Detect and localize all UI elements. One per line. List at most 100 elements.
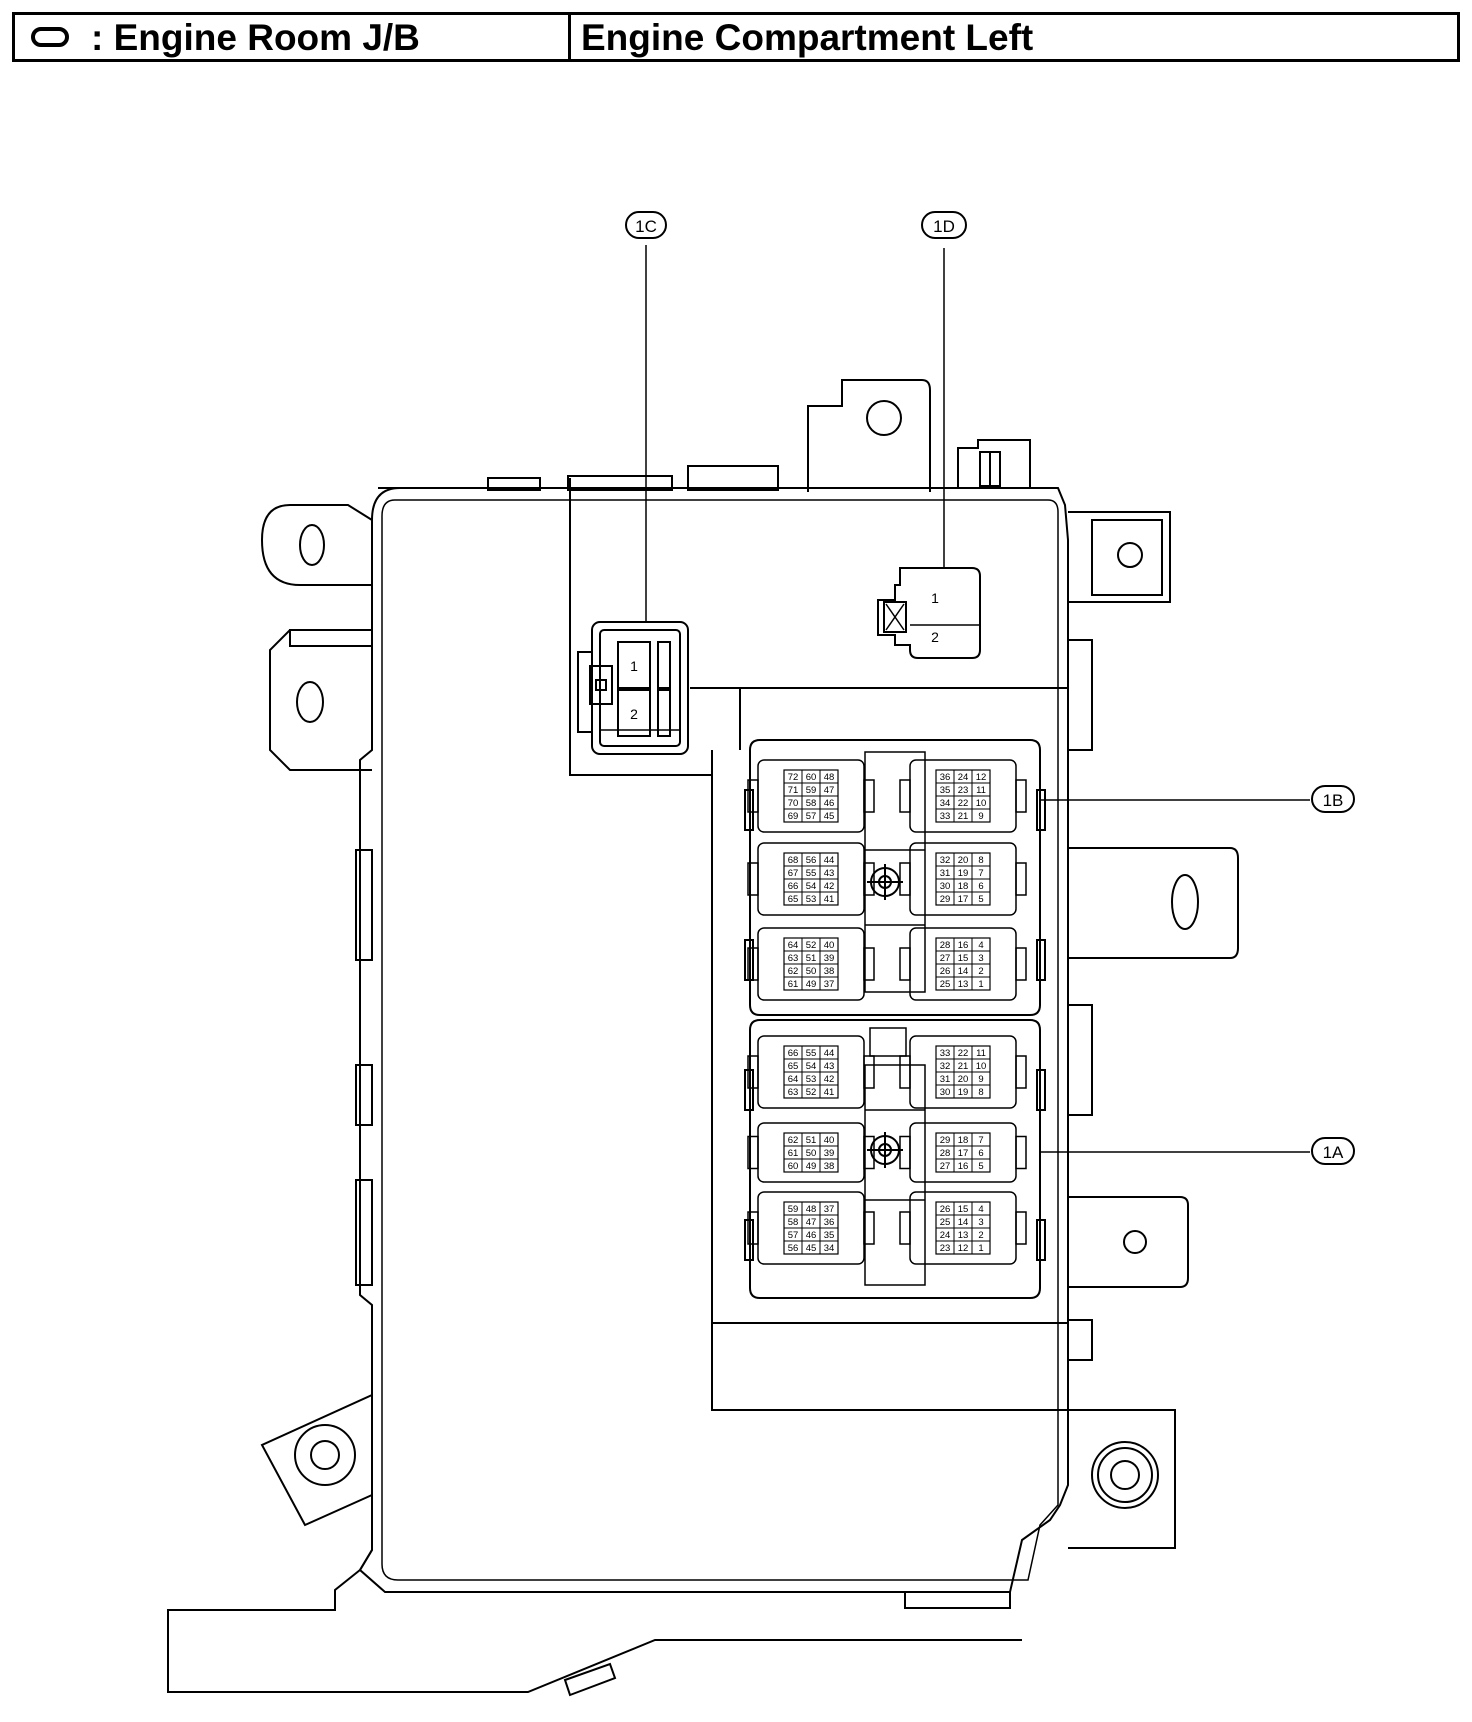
pin-number: 18 bbox=[958, 1135, 969, 1146]
connector-1c-pin: 1 bbox=[630, 658, 638, 674]
pin-number: 28 bbox=[940, 1148, 951, 1159]
pin-number: 29 bbox=[940, 1135, 951, 1146]
pin-number: 50 bbox=[806, 1148, 817, 1159]
pin-number: 8 bbox=[978, 855, 983, 866]
pin-number: 23 bbox=[940, 1243, 951, 1254]
pin-number: 14 bbox=[958, 966, 969, 977]
pin-cell bbox=[971, 891, 991, 906]
pin-cell bbox=[971, 1158, 991, 1173]
pin-number: 35 bbox=[940, 785, 951, 796]
pin-number: 33 bbox=[940, 811, 951, 822]
pin-number: 48 bbox=[824, 772, 835, 783]
pin-number: 21 bbox=[958, 1061, 969, 1072]
pin-number: 11 bbox=[976, 1048, 986, 1059]
pin-number: 17 bbox=[958, 1148, 969, 1159]
pin-number: 69 bbox=[788, 811, 799, 822]
connector-1c-body bbox=[577, 621, 689, 755]
pin-number: 52 bbox=[806, 1087, 817, 1098]
pin-number: 5 bbox=[978, 1161, 983, 1172]
pin-number: 20 bbox=[958, 855, 969, 866]
pin-block-latch bbox=[1015, 1055, 1027, 1089]
pin-number: 31 bbox=[940, 868, 951, 879]
pin-number: 21 bbox=[958, 811, 969, 822]
pin-number: 7 bbox=[978, 1135, 983, 1146]
center-bolt-1b bbox=[867, 864, 903, 900]
pin-number: 5 bbox=[978, 894, 983, 905]
location-cell: Engine Compartment Left bbox=[571, 15, 1457, 59]
pin-number: 35 bbox=[824, 1230, 835, 1241]
pin-number: 72 bbox=[788, 772, 799, 783]
pin-number: 19 bbox=[958, 868, 969, 879]
pin-number: 34 bbox=[824, 1243, 835, 1254]
pin-number: 14 bbox=[958, 1217, 969, 1228]
pin-number: 40 bbox=[824, 1135, 835, 1146]
pin-number: 50 bbox=[806, 966, 817, 977]
callout-1a: 1A bbox=[1040, 1137, 1355, 1165]
pin-number: 31 bbox=[940, 1074, 951, 1085]
pin-block-latch bbox=[1015, 862, 1027, 896]
pin-number: 1 bbox=[978, 979, 983, 990]
pin-number: 1 bbox=[978, 1243, 983, 1254]
pin-number: 59 bbox=[788, 1204, 799, 1215]
connector-1d-pin: 1 bbox=[931, 590, 939, 606]
pin-number: 65 bbox=[788, 894, 799, 905]
pin-number: 64 bbox=[788, 1074, 799, 1085]
pin-block-latch bbox=[863, 1055, 875, 1089]
pin-block-latch bbox=[863, 779, 875, 813]
pin-block-latch bbox=[747, 862, 759, 896]
pin-number: 6 bbox=[978, 1148, 983, 1159]
pin-number: 27 bbox=[940, 1161, 951, 1172]
pin-number: 55 bbox=[806, 1048, 817, 1059]
pin-number: 32 bbox=[940, 855, 951, 866]
pin-number: 54 bbox=[806, 1061, 817, 1072]
pin-number: 17 bbox=[958, 894, 969, 905]
connector-1c-pins: 12 bbox=[630, 658, 638, 722]
pin-number: 60 bbox=[806, 772, 817, 783]
connector-1d-pin: 2 bbox=[931, 629, 939, 645]
pin-number: 52 bbox=[806, 940, 817, 951]
pin-number: 22 bbox=[958, 798, 969, 809]
pin-number: 39 bbox=[824, 1148, 835, 1159]
pin-number: 10 bbox=[976, 798, 987, 809]
pin-cell bbox=[971, 1084, 991, 1099]
pin-number: 24 bbox=[958, 772, 969, 783]
pin-block-latch bbox=[899, 862, 911, 896]
pin-number: 53 bbox=[806, 1074, 817, 1085]
pin-number: 58 bbox=[806, 798, 817, 809]
jb-housing bbox=[167, 379, 1239, 1697]
pin-number: 23 bbox=[958, 785, 969, 796]
pin-block-latch bbox=[747, 1055, 759, 1089]
legend-label: : Engine Room J/B bbox=[91, 16, 420, 58]
pin-number: 56 bbox=[788, 1243, 799, 1254]
pin-cell bbox=[819, 976, 839, 991]
pin-block-latch bbox=[899, 1211, 911, 1245]
pin-cell bbox=[819, 808, 839, 823]
pin-number: 6 bbox=[978, 881, 983, 892]
pin-number: 26 bbox=[940, 1204, 951, 1215]
connector-1d-pins: 12 bbox=[931, 590, 939, 645]
connector-1a-frame bbox=[744, 1019, 1046, 1299]
pin-number: 30 bbox=[940, 881, 951, 892]
pin-block-latch bbox=[747, 1211, 759, 1245]
pin-block-latch bbox=[1015, 1211, 1027, 1245]
pin-number: 47 bbox=[806, 1217, 817, 1228]
pin-number: 3 bbox=[978, 953, 983, 964]
pin-number: 34 bbox=[940, 798, 951, 809]
pin-block-latch bbox=[863, 947, 875, 981]
pin-number: 22 bbox=[958, 1048, 969, 1059]
pin-number: 46 bbox=[824, 798, 835, 809]
pin-block-latch bbox=[1015, 779, 1027, 813]
pin-number: 36 bbox=[940, 772, 951, 783]
pin-number: 63 bbox=[788, 953, 799, 964]
pin-number: 41 bbox=[824, 894, 835, 905]
pin-number: 16 bbox=[958, 940, 969, 951]
pin-number: 61 bbox=[788, 979, 799, 990]
pin-number: 45 bbox=[806, 1243, 817, 1254]
pin-number: 37 bbox=[824, 979, 835, 990]
connector-1d-body bbox=[877, 567, 981, 659]
pin-number: 60 bbox=[788, 1161, 799, 1172]
pin-number: 43 bbox=[824, 1061, 835, 1072]
